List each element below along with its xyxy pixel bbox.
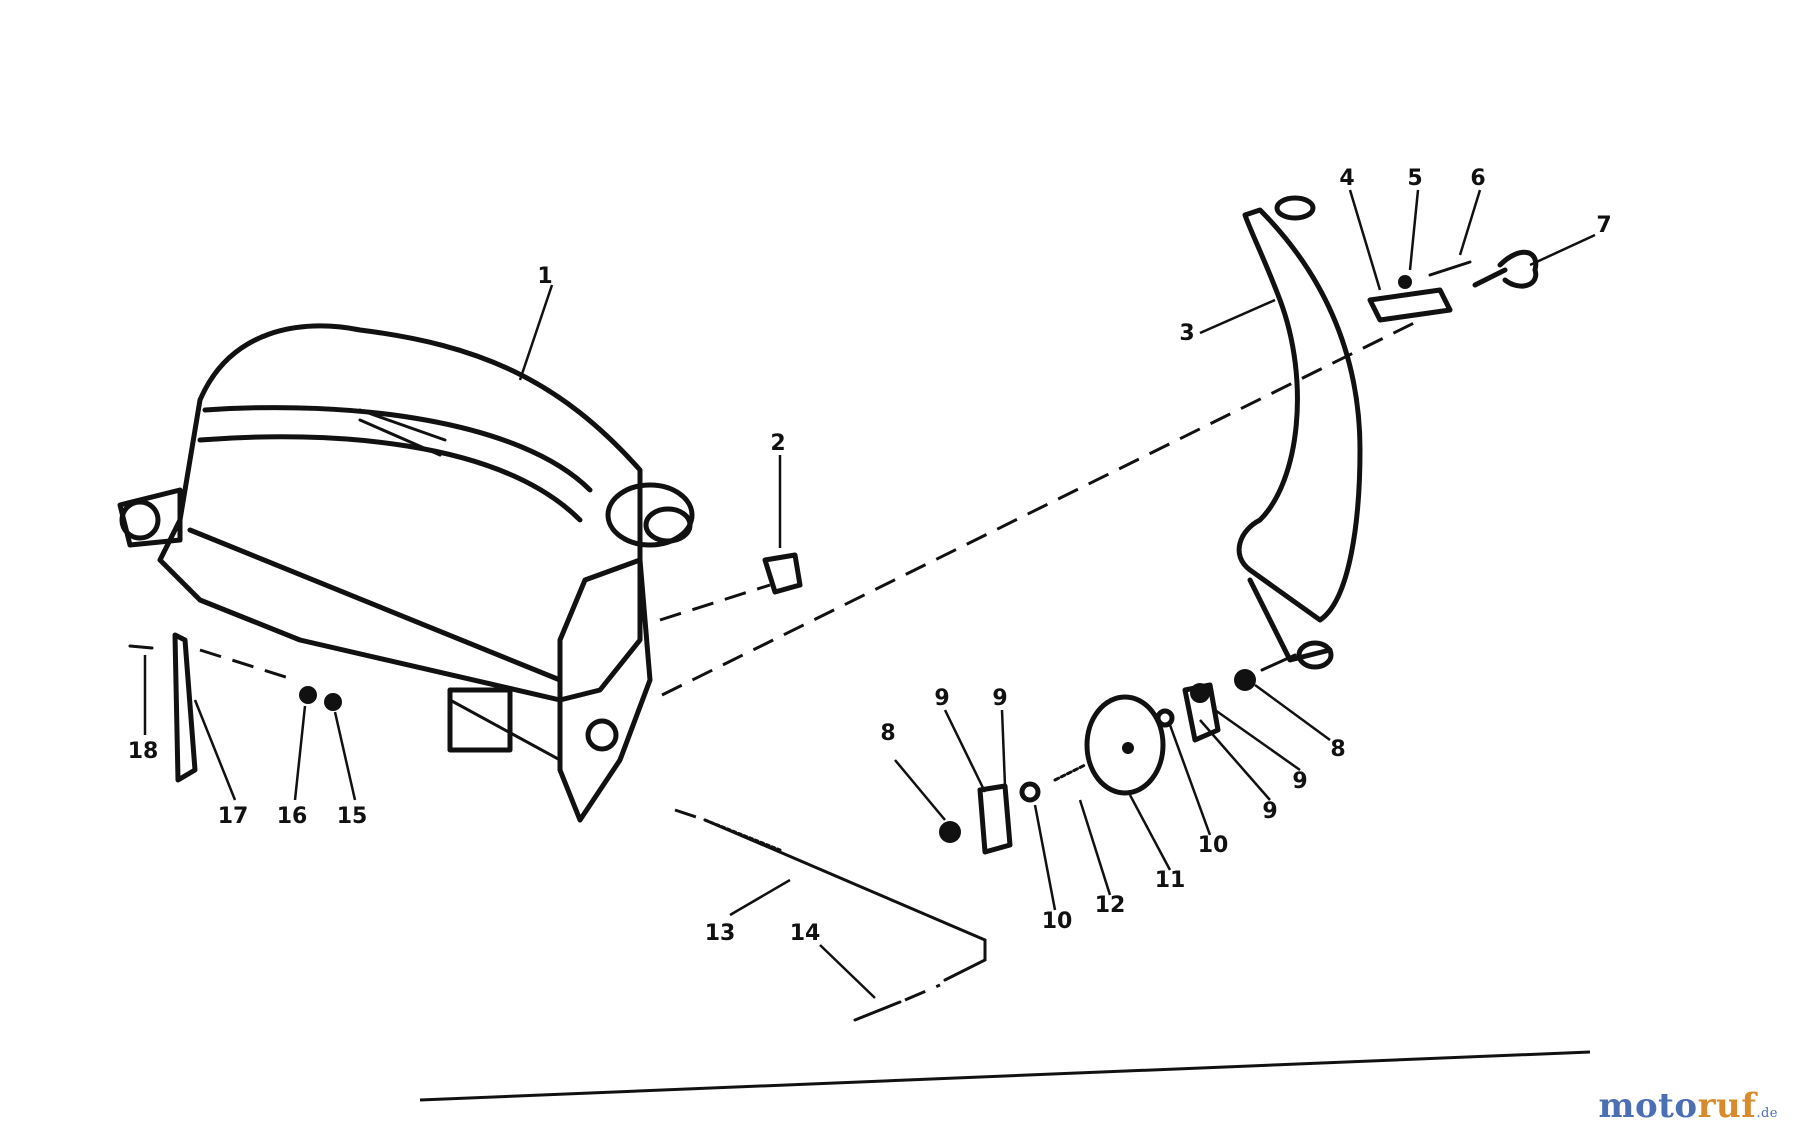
part-3-support-arm (1236, 195, 1363, 670)
callout-16: 16 (277, 804, 308, 829)
callout-4: 4 (1339, 166, 1354, 191)
callout-9-left-a: 9 (934, 686, 949, 711)
callout-10-right: 10 (1198, 833, 1229, 858)
callout-9-right-a: 9 (1292, 769, 1307, 794)
parts-13-14-rod-handle (703, 818, 987, 1022)
watermark-part3: .de (1756, 1106, 1778, 1121)
callout-8-right: 8 (1330, 737, 1345, 762)
callout-9-right-b: 9 (1262, 799, 1277, 824)
callout-12: 12 (1095, 893, 1126, 918)
callout-6: 6 (1470, 166, 1485, 191)
callout-14: 14 (790, 921, 821, 946)
watermark-part1: moto (1598, 1086, 1698, 1126)
assembly-dashed-lines (199, 318, 1421, 1002)
parts-15-18-hardware (128, 632, 342, 783)
callout-10-left: 10 (1042, 909, 1073, 934)
part-1-belt-guard (117, 323, 695, 823)
callout-18: 18 (128, 739, 159, 764)
callout-5: 5 (1407, 166, 1422, 191)
leader-lines (143, 189, 1596, 999)
callout-11: 11 (1155, 868, 1186, 893)
watermark-part2: ruf (1697, 1086, 1757, 1126)
watermark-logo: motoruf.de (1599, 1086, 1778, 1126)
callout-2: 2 (770, 431, 785, 456)
callout-9-left-b: 9 (992, 686, 1007, 711)
parts-4-7-bracket-hardware (1367, 249, 1539, 323)
callout-3: 3 (1179, 321, 1194, 346)
callout-17: 17 (218, 804, 249, 829)
callout-7: 7 (1596, 213, 1611, 238)
callout-15: 15 (337, 804, 368, 829)
ground-line (419, 1050, 1591, 1102)
callout-1: 1 (537, 264, 552, 289)
parts-8-12-tension-wheel (939, 653, 1297, 855)
callout-13: 13 (705, 921, 736, 946)
part-2-nut (762, 552, 803, 595)
callout-8-left: 8 (880, 721, 895, 746)
callout-labels: 1 2 3 4 5 6 7 8 9 9 8 8 9 9 10 10 11 12 … (128, 166, 1612, 946)
